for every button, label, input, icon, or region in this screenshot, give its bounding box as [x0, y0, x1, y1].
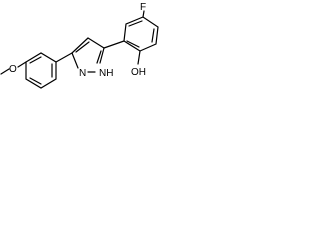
pyrazole-bond-c5-n1 — [99, 47, 105, 64]
fluorine-label: F — [140, 2, 146, 13]
phenyl-pyrazole-bond — [55, 52, 73, 63]
phenyl-double-bond-1 — [29, 56, 42, 64]
pyrazole-double-bond-c3-c4 — [75, 41, 90, 53]
pyrazole-nh-label: NH — [99, 68, 113, 79]
hydroxyl-bond — [137, 50, 141, 65]
pyrazole-bond-c3-n2 — [71, 52, 79, 69]
hydroxyl-label: OH — [131, 67, 146, 78]
fluorophenol-ring: F OH — [103, 2, 159, 78]
methoxy-oxygen-label: O — [9, 64, 17, 75]
methoxy-group: O — [0, 61, 27, 75]
pyrazole-nitrogen-label: N — [79, 68, 86, 79]
phenol-double-bond-2 — [151, 28, 155, 43]
phenyl-ring-outline — [25, 52, 57, 89]
pyrazole-double-bond-c5-n1 — [96, 50, 102, 64]
pyrazole-phenol-bond — [103, 40, 125, 49]
fluoro-bond — [142, 10, 145, 18]
phenol-double-bond-1 — [128, 20, 143, 27]
aryl-ether-bond — [17, 61, 27, 68]
pyrazole-bond-c3-c4 — [71, 37, 89, 54]
pyrazole-ring: N NH — [71, 37, 113, 79]
phenol-double-bond-3 — [126, 40, 140, 48]
phenyl-double-bond-3 — [29, 77, 42, 85]
molecule-drawing: O N NH — [0, 2, 159, 89]
methyl-bond — [0, 68, 10, 75]
structure-diagram: O N NH — [0, 0, 174, 96]
pyrazole-bond-c4-c5 — [87, 37, 105, 49]
methoxyphenyl-ring — [25, 52, 73, 89]
